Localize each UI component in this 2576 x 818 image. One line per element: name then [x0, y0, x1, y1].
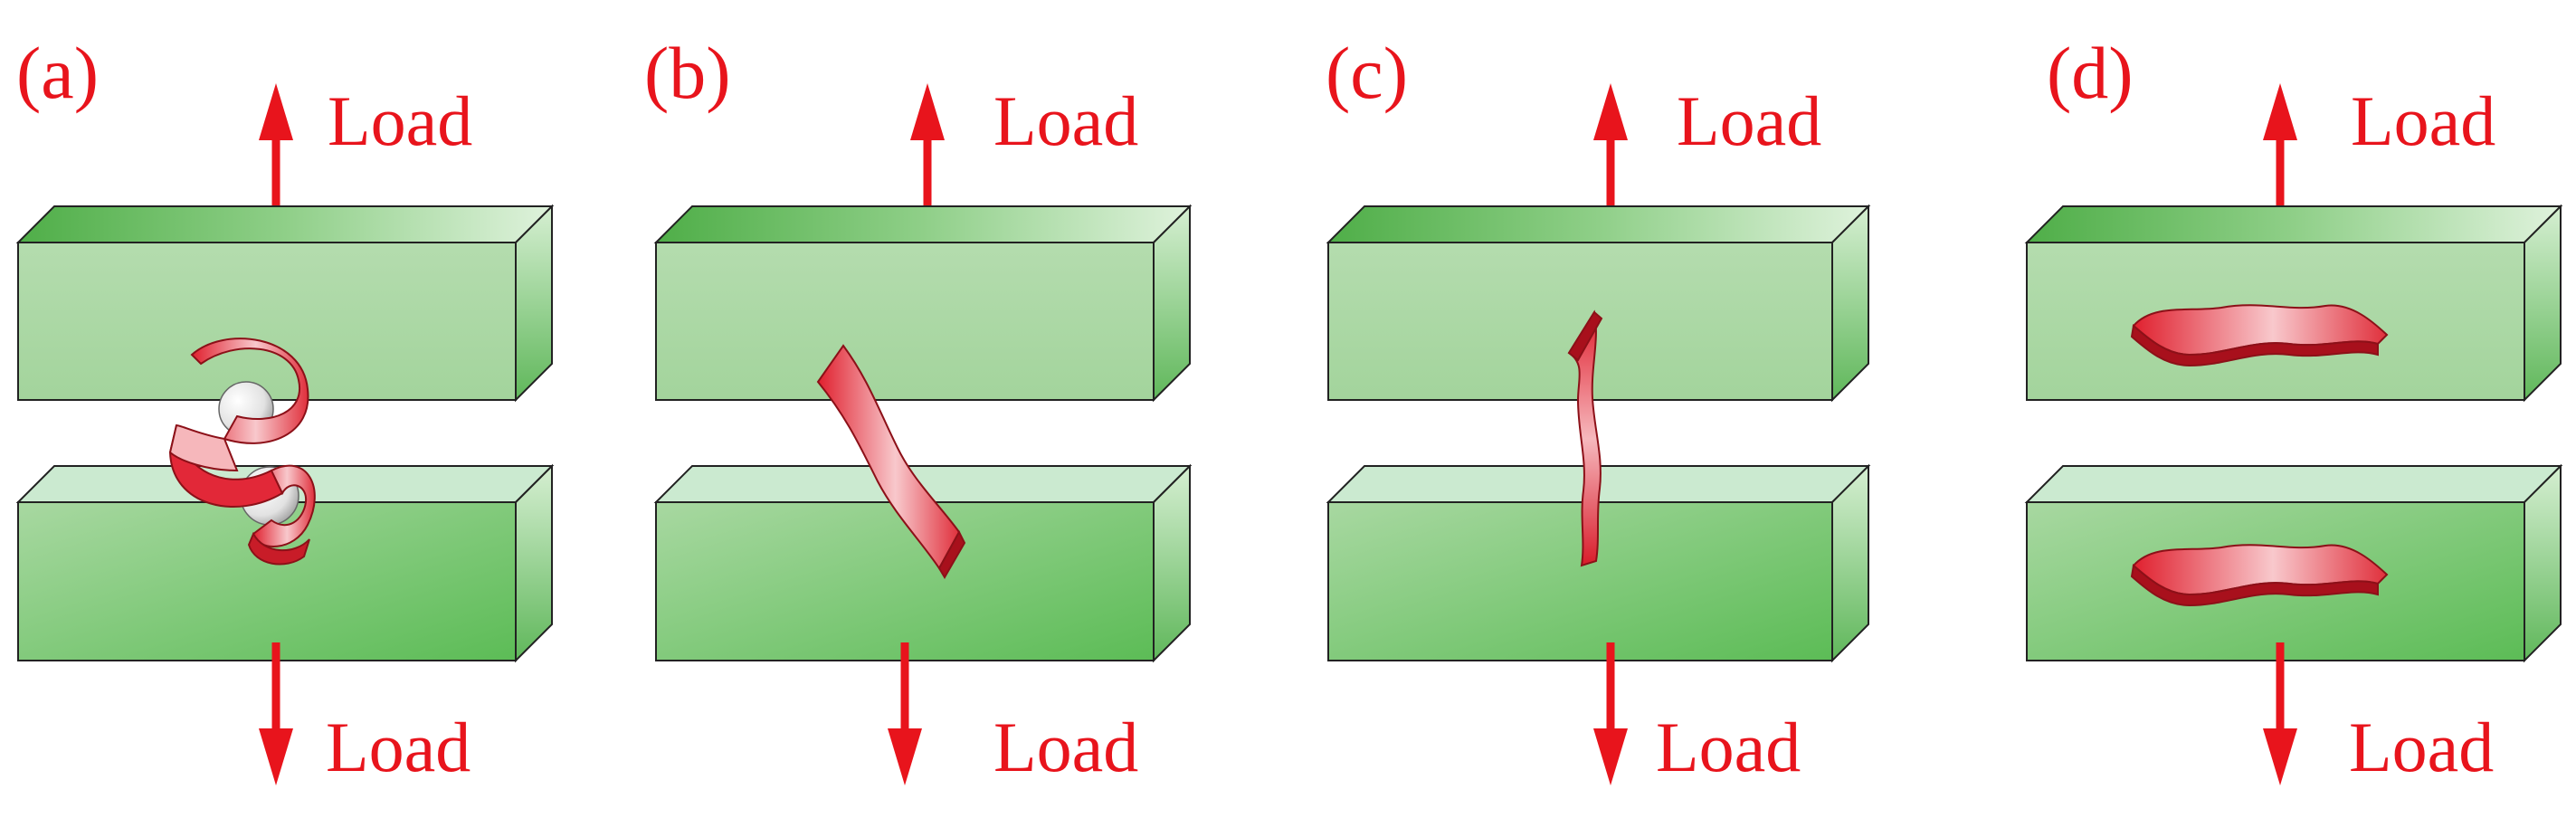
panel-b: (b) Load Load [644, 32, 1193, 786]
helical-fiber [168, 338, 316, 566]
top-load-label: Load [993, 81, 1138, 160]
lower-block [1326, 463, 1871, 663]
panel-a: (a) Load [15, 32, 555, 786]
panel-label: (c) [1326, 32, 1408, 114]
top-load-label: Load [328, 81, 472, 160]
load-arrow-up [259, 83, 293, 223]
panel-d: (d) Load Load [2024, 32, 2563, 786]
load-arrow-down [2263, 642, 2297, 785]
horizontal-fiber [2130, 544, 2389, 607]
top-load-label: Load [2351, 81, 2495, 160]
bottom-load-label: Load [326, 708, 471, 786]
upper-block [15, 204, 555, 403]
bottom-load-label: Load [2349, 708, 2494, 786]
lower-block [2024, 463, 2563, 663]
load-arrow-up [910, 83, 945, 223]
vertical-fiber [1567, 309, 1603, 567]
upper-block [1326, 204, 1871, 403]
inclined-fiber [816, 344, 966, 579]
bottom-load-label: Load [1656, 708, 1801, 786]
load-arrow-down [259, 642, 293, 785]
top-load-label: Load [1677, 81, 1821, 160]
panel-label: (a) [16, 32, 99, 114]
load-arrow-down [1593, 642, 1628, 785]
upper-block [653, 204, 1193, 403]
load-arrow-up [1593, 83, 1628, 223]
lower-block [653, 463, 1193, 663]
panel-label: (d) [2047, 32, 2134, 114]
upper-block [2024, 204, 2563, 403]
load-arrow-down [888, 642, 922, 785]
horizontal-fiber [2130, 304, 2389, 367]
panel-label: (b) [644, 32, 731, 114]
panel-c: (c) Load Load [1326, 32, 1871, 786]
bottom-load-label: Load [993, 708, 1138, 786]
load-arrow-up [2263, 83, 2297, 223]
